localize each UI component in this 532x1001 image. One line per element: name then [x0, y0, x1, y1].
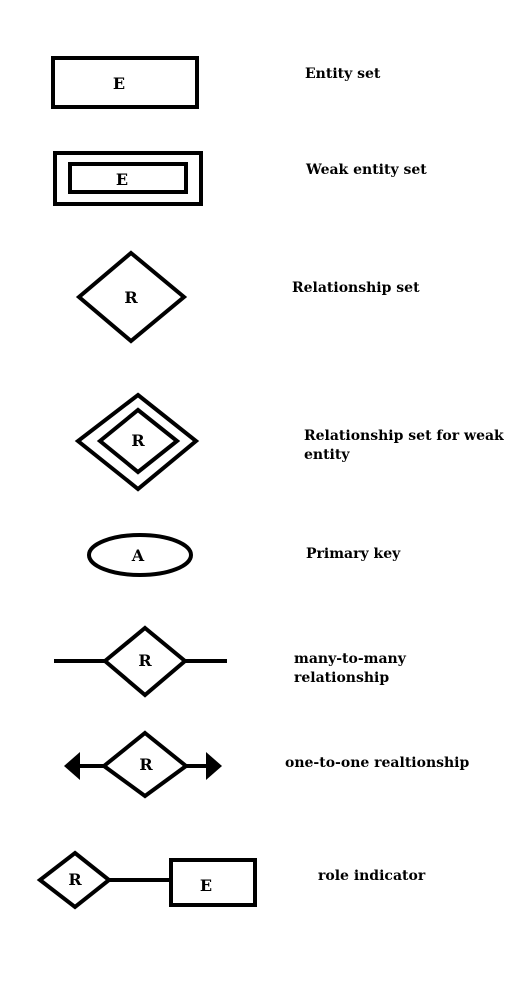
weak-entity-set-label: Weak entity set: [306, 162, 427, 178]
role-indicator-symbol: [36, 850, 257, 910]
entity-letter: E: [113, 74, 125, 93]
role-entity-letter: E: [200, 876, 212, 895]
weak-entity-letter: E: [116, 170, 128, 189]
weak-relationship-outer-diamond: [74, 392, 200, 492]
attribute-ellipse: [87, 533, 193, 577]
many-to-many-label: many-to-many relationship: [294, 651, 406, 686]
left-arrowhead-icon: [64, 752, 80, 780]
one-to-one-label: one-to-one realtionship: [285, 755, 470, 771]
role-diamond: [36, 850, 113, 910]
relationship-diamond: [75, 250, 188, 344]
many-to-many-letter: R: [138, 651, 152, 670]
weak-relationship-symbol: [74, 392, 200, 492]
entity-set-label: Entity set: [305, 66, 381, 82]
one-to-one-letter: R: [139, 755, 153, 774]
entity-rectangle: [51, 56, 199, 109]
role-entity-rectangle: [169, 858, 257, 907]
many-to-many-diamond: [101, 625, 189, 698]
weak-relationship-inner-diamond: [96, 407, 181, 475]
weak-entity-inner-rectangle: [68, 162, 188, 194]
one-to-one-diamond: [100, 730, 190, 799]
weak-relationship-label: Relationship set for weak entity: [304, 428, 504, 463]
primary-key-label: Primary key: [306, 546, 401, 562]
role-indicator-label: role indicator: [318, 868, 426, 884]
weak-relationship-letter: R: [131, 431, 145, 450]
right-arrowhead-icon: [206, 752, 222, 780]
many-to-many-symbol: [54, 625, 227, 698]
relationship-set-label: Relationship set: [292, 280, 420, 296]
primary-key-symbol: [87, 533, 193, 577]
role-diamond-letter: R: [68, 870, 82, 889]
one-to-one-symbol: [64, 730, 222, 799]
relationship-letter: R: [124, 288, 138, 307]
weak-entity-outer-rectangle: [53, 151, 203, 206]
weak-entity-set-symbol: [53, 151, 203, 206]
relationship-set-symbol: [75, 250, 188, 344]
primary-key-letter: A: [131, 546, 145, 565]
entity-set-symbol: [51, 56, 199, 109]
